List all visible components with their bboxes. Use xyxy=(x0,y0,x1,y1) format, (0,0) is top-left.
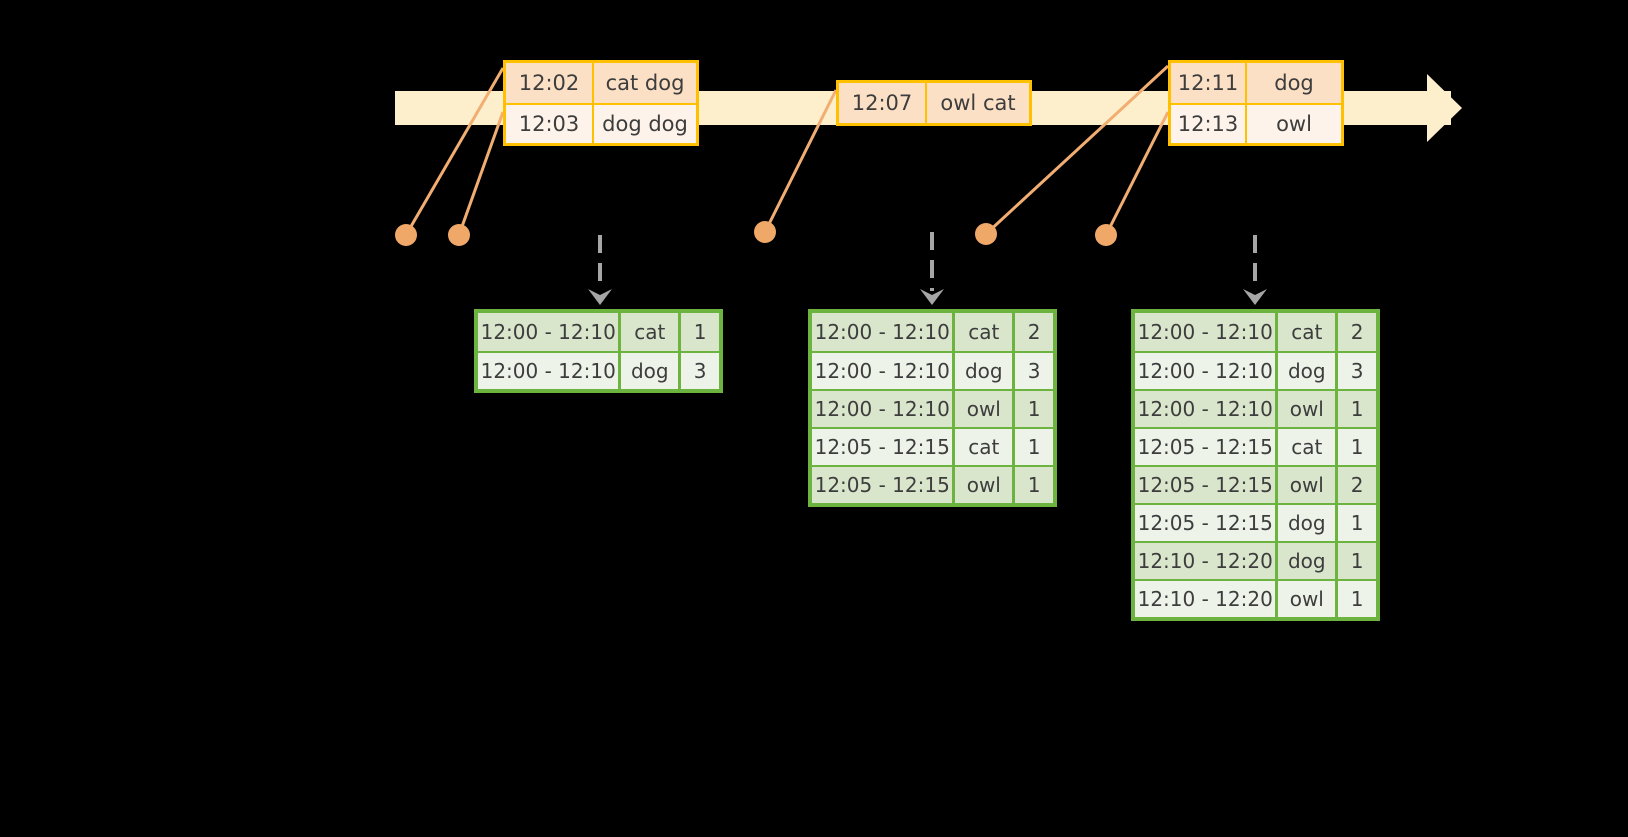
result-count: 1 xyxy=(1027,435,1041,459)
event-time: 12:11 xyxy=(1171,63,1247,103)
result-window: 12:00 - 12:10 xyxy=(1135,353,1279,389)
dashed-arrow-3 xyxy=(1243,235,1267,305)
result-window: 12:00 - 12:10 xyxy=(1135,313,1279,351)
connector-dot-4[interactable] xyxy=(975,223,997,245)
result-window: 12:00 - 12:10 xyxy=(812,391,956,427)
result-window: 12:00 - 12:10 xyxy=(812,313,956,351)
event-time: 12:03 xyxy=(506,105,594,143)
result-count: 1 xyxy=(1027,473,1041,497)
event-time: 12:13 xyxy=(1171,105,1247,143)
result-count: 1 xyxy=(1350,587,1364,611)
result-key: cat xyxy=(1278,429,1339,465)
result-window: 12:10 - 12:20 xyxy=(1135,581,1279,617)
result-count: 2 xyxy=(1027,320,1041,344)
result-window: 12:05 - 12:15 xyxy=(1135,505,1279,541)
event-words: dog xyxy=(1247,63,1341,103)
arrowhead-icon xyxy=(1243,289,1267,305)
result-count: 2 xyxy=(1350,473,1364,497)
connector-dot-5[interactable] xyxy=(1095,224,1117,246)
result-window: 12:05 - 12:15 xyxy=(1135,467,1279,503)
result-window: 12:05 - 12:15 xyxy=(1135,429,1279,465)
result-count: 3 xyxy=(693,359,707,383)
connector-dot-1[interactable] xyxy=(395,224,417,246)
dashed-arrow-2 xyxy=(920,232,944,305)
result-window: 12:00 - 12:10 xyxy=(478,313,622,351)
result-count: 2 xyxy=(1350,320,1364,344)
event-words: cat dog xyxy=(594,63,696,103)
arrowhead-icon xyxy=(920,289,944,305)
arrowhead-icon xyxy=(588,289,612,305)
result-count: 1 xyxy=(1350,435,1364,459)
result-key: dog xyxy=(1278,543,1339,579)
result-window: 12:10 - 12:20 xyxy=(1135,543,1279,579)
result-count: 1 xyxy=(693,320,707,344)
result-key: owl xyxy=(1278,581,1339,617)
timeline-arrowhead-icon xyxy=(1427,74,1462,142)
result-key: owl xyxy=(1278,467,1339,503)
result-key: owl xyxy=(955,391,1016,427)
result-count: 1 xyxy=(1350,511,1364,535)
result-key: dog xyxy=(621,353,682,389)
result-count: 3 xyxy=(1350,359,1364,383)
connector-dots-group xyxy=(395,221,1117,246)
event-time: 12:07 xyxy=(839,83,927,123)
result-window: 12:05 - 12:15 xyxy=(812,467,956,503)
result-window: 12:00 - 12:10 xyxy=(1135,391,1279,427)
connector-line-5 xyxy=(1104,111,1170,236)
result-window: 12:00 - 12:10 xyxy=(812,353,956,389)
result-key: cat xyxy=(1278,313,1339,351)
result-key: owl xyxy=(1278,391,1339,427)
result-count: 1 xyxy=(1350,549,1364,573)
event-time: 12:02 xyxy=(506,63,594,103)
dashed-arrows-group xyxy=(588,232,1267,305)
result-key: cat xyxy=(621,313,682,351)
event-words: dog dog xyxy=(594,105,696,143)
event-words: owl cat xyxy=(927,83,1029,123)
connector-line-2 xyxy=(457,111,505,236)
connector-dot-3[interactable] xyxy=(754,221,776,243)
connector-dot-2[interactable] xyxy=(448,224,470,246)
result-count: 3 xyxy=(1027,359,1041,383)
result-window: 12:05 - 12:15 xyxy=(812,429,956,465)
result-count: 1 xyxy=(1027,397,1041,421)
result-key: dog xyxy=(1278,505,1339,541)
result-key: dog xyxy=(955,353,1016,389)
event-words: owl xyxy=(1247,105,1341,143)
result-key: dog xyxy=(1278,353,1339,389)
result-window: 12:00 - 12:10 xyxy=(478,353,622,389)
result-count: 1 xyxy=(1350,397,1364,421)
result-key: cat xyxy=(955,429,1016,465)
result-key: owl xyxy=(955,467,1016,503)
dashed-arrow-1 xyxy=(588,235,612,305)
result-key: cat xyxy=(955,313,1016,351)
